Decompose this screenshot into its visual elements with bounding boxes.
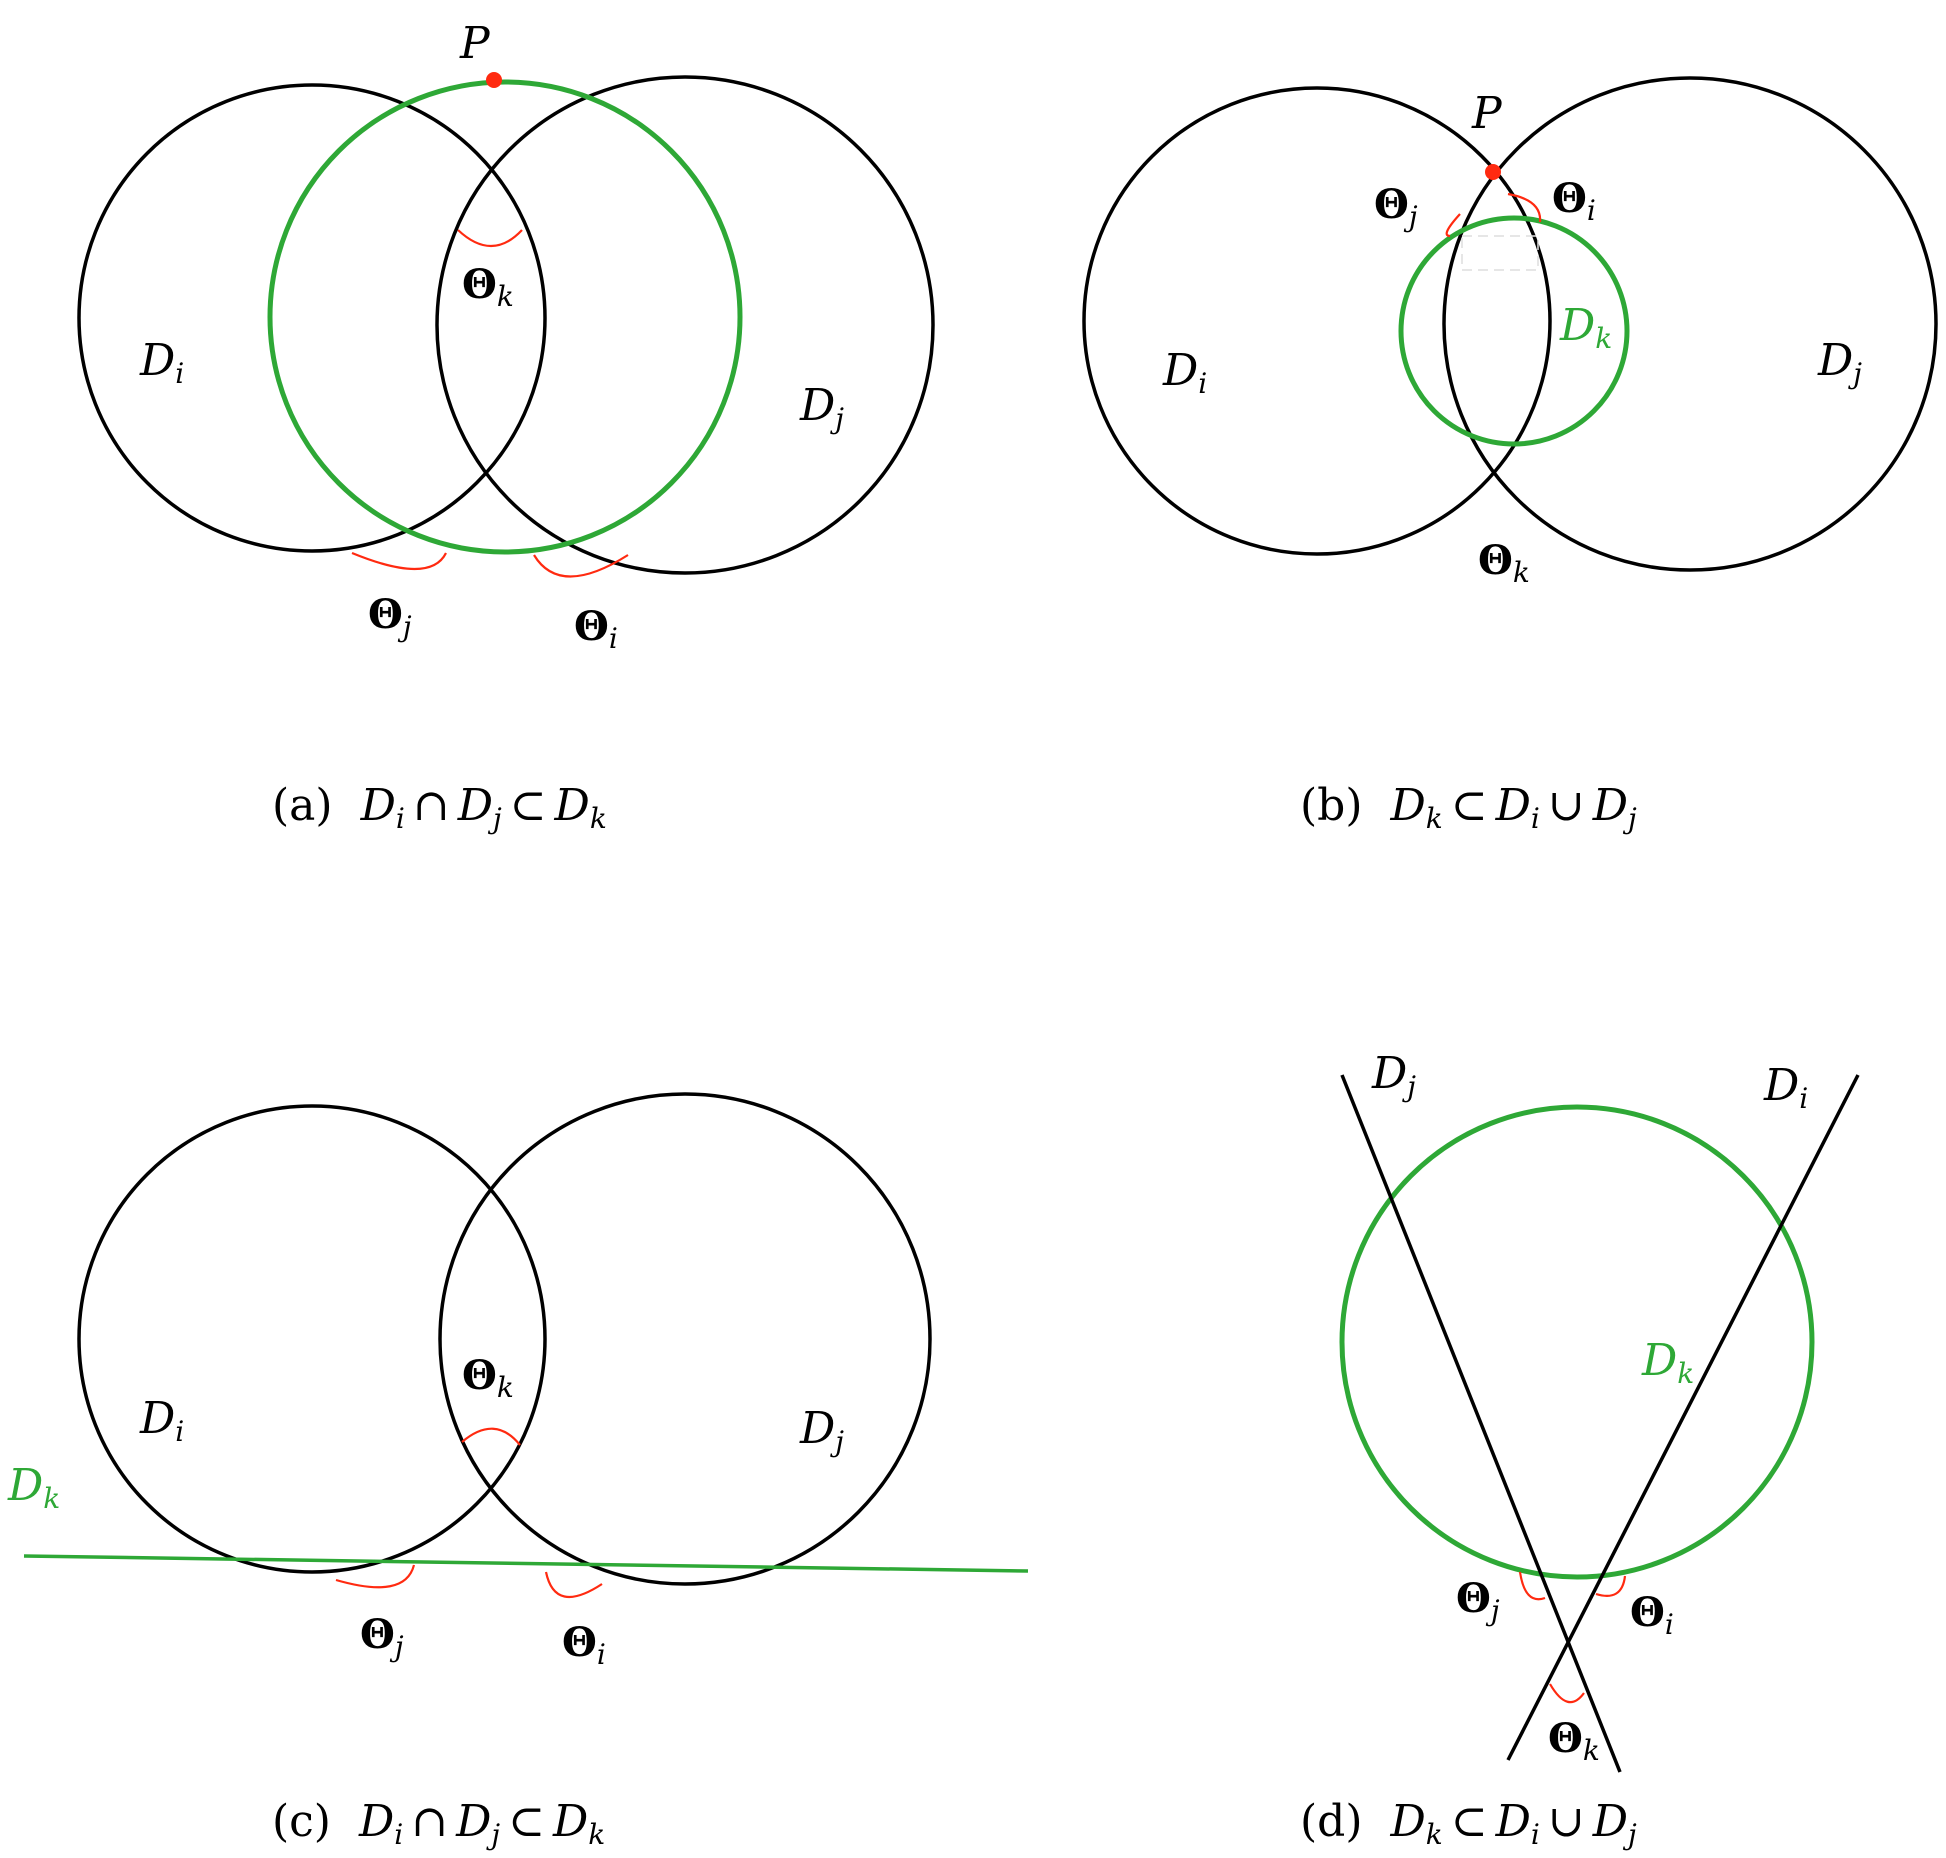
line-d-i bbox=[1506, 1074, 1860, 1761]
label-theta-k: Θk bbox=[462, 1352, 514, 1404]
circle-d-i bbox=[77, 83, 547, 553]
panel-b: P Di Dj Dk Θj Θi Θk (b)Dk⊂Di∪Dj bbox=[1082, 76, 1938, 835]
circle-d-i bbox=[77, 1104, 547, 1574]
caption-c: (c)Di∩Dj⊂Dk bbox=[272, 1796, 605, 1851]
caption-b: (b)Dk⊂Di∪Dj bbox=[1300, 780, 1637, 835]
label-theta-j: Θj bbox=[368, 591, 412, 643]
point-p bbox=[486, 72, 502, 88]
label-theta-i: Θi bbox=[1630, 1589, 1674, 1641]
circle-d-j bbox=[1442, 76, 1938, 572]
angle-arc-theta-i bbox=[1595, 1575, 1627, 1597]
label-d-j: Dj bbox=[799, 1403, 844, 1458]
angle-arc-theta-j bbox=[351, 551, 447, 570]
circle-d-k bbox=[1398, 215, 1630, 447]
dashed-box bbox=[1461, 235, 1539, 271]
circle-d-k bbox=[267, 79, 743, 555]
circle-d-k bbox=[1339, 1104, 1815, 1580]
label-d-k: Dk bbox=[1559, 300, 1612, 355]
angle-arc-theta-k bbox=[1549, 1683, 1585, 1704]
label-d-j: Dj bbox=[1817, 335, 1862, 390]
panel-c: Di Dj Dk Θk Θj Θi (c)Di∩Dj⊂Dk bbox=[7, 1092, 1029, 1851]
label-p: P bbox=[1471, 88, 1503, 139]
label-theta-i: Θi bbox=[574, 603, 618, 655]
panel-a: P Di Dj Θk Θj Θi (a)Di∩Dj⊂Dk bbox=[77, 18, 935, 835]
label-theta-i: Θi bbox=[562, 1619, 606, 1671]
label-d-i: Di bbox=[139, 335, 184, 390]
label-d-j: Dj bbox=[1371, 1048, 1416, 1103]
line-d-j bbox=[1340, 1074, 1622, 1773]
angle-arc-theta-i bbox=[1507, 192, 1542, 223]
label-theta-i: Θi bbox=[1552, 175, 1596, 227]
label-d-i: Di bbox=[139, 1393, 184, 1448]
point-p bbox=[1485, 164, 1501, 180]
angle-arc-theta-i bbox=[544, 1571, 603, 1599]
angle-arc-theta-i bbox=[533, 554, 629, 578]
label-d-i: Di bbox=[1763, 1060, 1808, 1115]
label-d-i: Di bbox=[1162, 345, 1207, 400]
label-d-j: Dj bbox=[799, 380, 844, 435]
angle-arc-theta-k bbox=[461, 1427, 521, 1446]
label-d-k: Dk bbox=[1641, 1335, 1694, 1390]
circle-d-j bbox=[438, 1092, 932, 1586]
circle-d-j bbox=[435, 75, 935, 575]
angle-arc-theta-j bbox=[1445, 213, 1461, 238]
angle-arc-theta-k bbox=[457, 229, 523, 248]
caption-d: (d)Dk⊂Di∪Dj bbox=[1300, 1796, 1637, 1851]
label-theta-k: Θk bbox=[1478, 537, 1530, 589]
label-theta-j: Θj bbox=[1456, 1575, 1500, 1627]
caption-a: (a)Di∩Dj⊂Dk bbox=[272, 780, 607, 835]
label-theta-k: Θk bbox=[462, 261, 514, 313]
label-d-k: Dk bbox=[7, 1460, 60, 1515]
panel-d: Dj Di Dk Θj Θi Θk (d)Dk⊂Di∪Dj bbox=[1300, 1048, 1860, 1851]
circle-d-i bbox=[1082, 86, 1552, 556]
angle-arc-theta-j bbox=[335, 1564, 416, 1589]
label-theta-j: Θj bbox=[1374, 181, 1418, 233]
angle-arc-theta-j bbox=[1518, 1571, 1546, 1601]
label-p: P bbox=[459, 18, 491, 69]
label-theta-j: Θj bbox=[360, 1611, 404, 1663]
label-theta-k: Θk bbox=[1548, 1715, 1600, 1767]
line-d-k bbox=[23, 1554, 1029, 1573]
